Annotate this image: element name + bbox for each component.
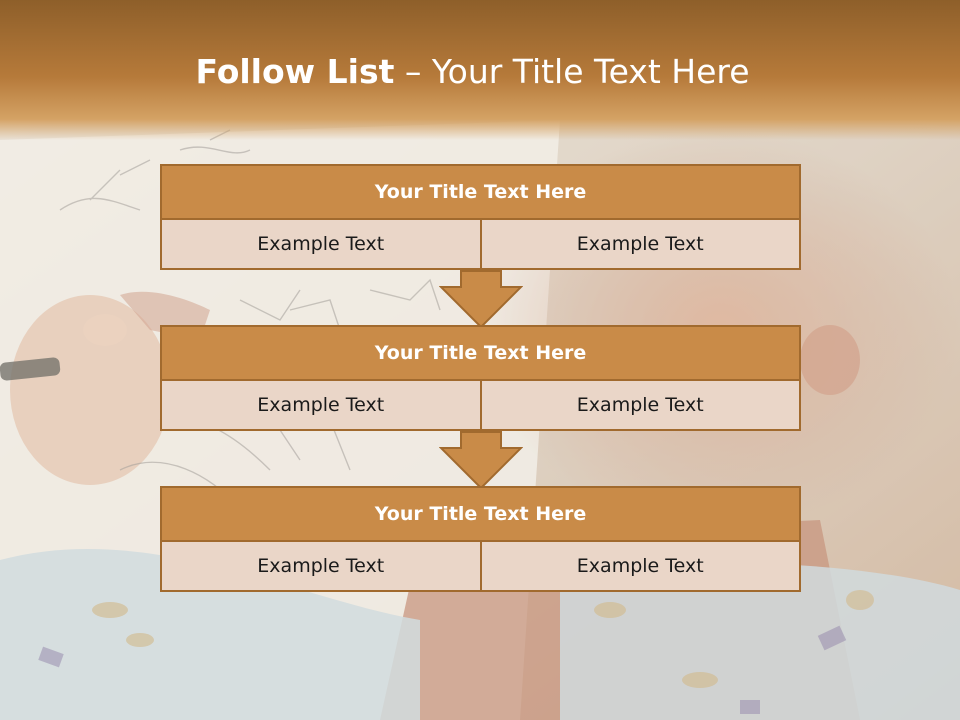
list-block-1: Your Title Text Here Example Text Exampl… (160, 164, 801, 270)
block-cell-right: Example Text (479, 220, 800, 268)
list-block-2: Your Title Text Here Example Text Exampl… (160, 325, 801, 431)
slide-title-rest: – Your Title Text Here (394, 52, 750, 91)
block-cell-left: Example Text (257, 233, 385, 255)
down-arrow-icon (439, 270, 523, 328)
block-cell-left: Example Text (257, 555, 385, 577)
slide-title: Follow List – Your Title Text Here (0, 52, 945, 91)
block-cell-right: Example Text (479, 381, 800, 429)
block-row: Example Text Example Text (160, 542, 801, 592)
block-title: Your Title Text Here (160, 486, 801, 542)
block-row: Example Text Example Text (160, 220, 801, 270)
block-title: Your Title Text Here (160, 164, 801, 220)
block-cell-right: Example Text (479, 542, 800, 590)
block-row: Example Text Example Text (160, 381, 801, 431)
down-arrow-icon (439, 431, 523, 489)
title-band (0, 0, 960, 140)
block-title: Your Title Text Here (160, 325, 801, 381)
block-cell-left: Example Text (257, 394, 385, 416)
list-block-3: Your Title Text Here Example Text Exampl… (160, 486, 801, 592)
slide-title-bold: Follow List (195, 52, 395, 91)
